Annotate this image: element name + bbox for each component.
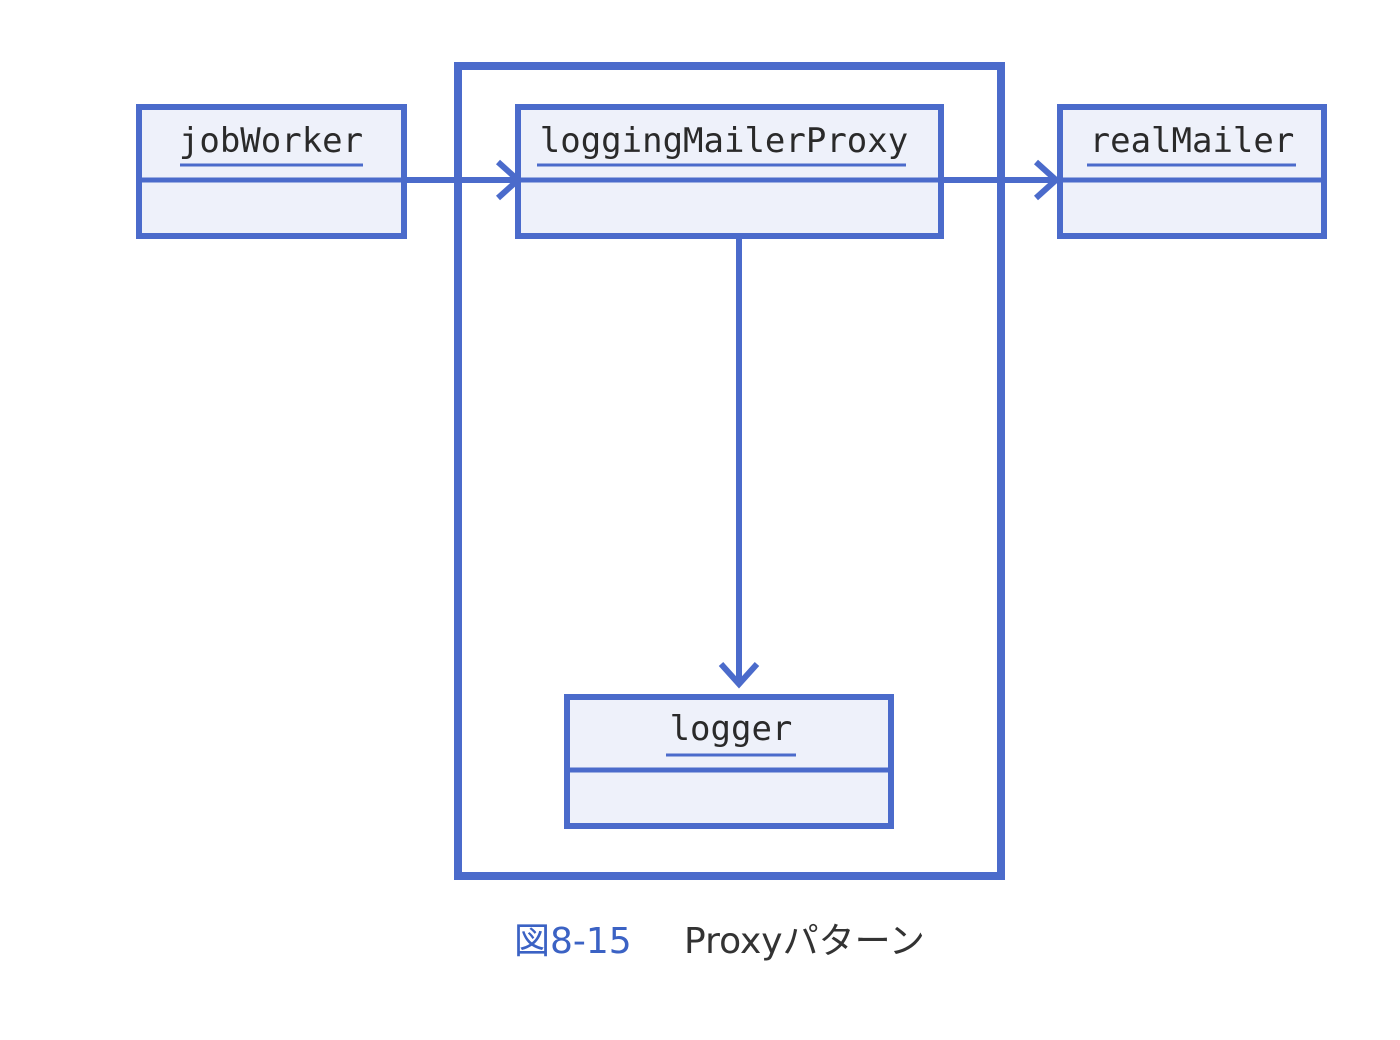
- arrowhead-to-realmailer: [1033, 159, 1061, 201]
- object-box-jobworker: jobWorker: [136, 104, 407, 239]
- object-name-loggingmailerproxy: loggingMailerProxy: [540, 121, 908, 161]
- object-box-realmailer: realMailer: [1057, 104, 1327, 239]
- figure-number: 図8-15: [514, 921, 632, 962]
- arrowhead-to-logger: [718, 661, 760, 689]
- figure-title: Proxyパターン: [684, 921, 925, 962]
- object-box-loggingmailerproxy: loggingMailerProxy: [515, 104, 944, 239]
- proxy-enclosure: [454, 62, 1005, 880]
- object-name-logger: logger: [670, 709, 793, 749]
- object-name-realmailer: realMailer: [1090, 121, 1295, 161]
- object-box-logger: logger: [564, 694, 894, 829]
- object-name-jobworker: jobWorker: [179, 121, 363, 161]
